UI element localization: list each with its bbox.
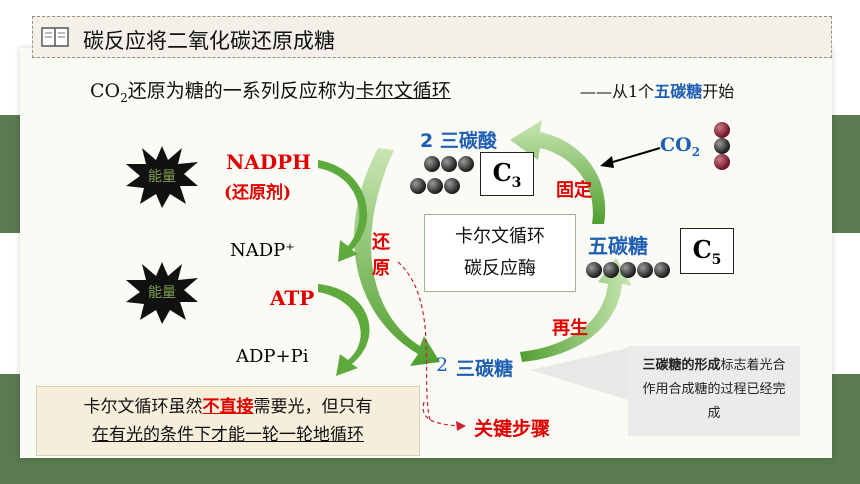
- note-rest: 标志着光合作用合成糖的过程已经完成: [642, 358, 786, 421]
- note-callout-pointer: [530, 348, 628, 400]
- nadph-note: (还原剂): [224, 183, 292, 203]
- bottom-line2: 在有光的条件下才能一轮一轮地循环: [92, 425, 364, 445]
- co2-carbon: [714, 138, 730, 154]
- bottom-part2: 需要光，但只有: [253, 397, 373, 417]
- c3-box: C3: [480, 152, 534, 196]
- c3-sub: 3: [511, 174, 522, 191]
- start-dash: ——从1个: [580, 82, 655, 101]
- page-title: 碳反应将二氧化碳还原成糖: [83, 29, 335, 53]
- c5-sub: 5: [711, 251, 722, 268]
- bottom-part1: 卡尔文循环虽然: [83, 397, 203, 417]
- fixation-arc: [510, 120, 606, 224]
- enzyme-line1: 卡尔文循环: [455, 226, 545, 247]
- fixation-label: 固定: [556, 180, 592, 201]
- regeneration-label: 再生: [552, 318, 588, 339]
- c5-molecules: [586, 262, 671, 280]
- key-step-dashed-arrow: [397, 261, 431, 421]
- light-requirement-note: 卡尔文循环虽然不直接需要光，但只有 在有光的条件下才能一轮一轮地循环: [36, 386, 420, 456]
- enzyme-line2: 碳反应酶: [464, 258, 536, 279]
- start-note: ——从1个五碳糖开始: [580, 78, 734, 102]
- atp-arrow: [318, 284, 370, 376]
- intro-co2: CO: [90, 80, 121, 102]
- co2-oxygen-top: [714, 122, 730, 138]
- three-carbon-sugar-num: 2: [436, 354, 449, 376]
- bottom-highlight: 不直接: [202, 397, 254, 417]
- c3-main: C: [492, 158, 512, 187]
- adp-label: ADP+Pi: [236, 346, 309, 367]
- title-bar: 碳反应将二氧化碳还原成糖: [32, 16, 832, 58]
- reduction-label: 还原: [372, 232, 390, 279]
- c5-main: C: [692, 235, 712, 264]
- intro-co2-sub: 2: [120, 90, 128, 105]
- c3-molecules-row1: [424, 156, 475, 174]
- nadp-label: NADP⁺: [230, 240, 295, 261]
- key-step-label: 关键步骤: [474, 418, 551, 440]
- co2-label: CO2: [660, 134, 700, 159]
- reduction-arc: [354, 148, 440, 366]
- c5-box: C5: [680, 228, 734, 274]
- energy-label-1: 能量: [148, 169, 176, 185]
- energy-burst-1: 能量: [124, 144, 200, 210]
- intro-calvin: 卡尔文循环: [355, 80, 451, 102]
- nadph-label: NADPH: [226, 150, 312, 174]
- enzyme-box: 卡尔文循环 碳反应酶: [424, 214, 576, 292]
- co2-oxygen-bottom: [714, 154, 730, 170]
- five-carbon-sugar-label: 五碳糖: [588, 234, 648, 258]
- start-suffix: 开始: [702, 82, 735, 101]
- co2-pointer-arrow: [605, 147, 661, 165]
- three-carbon-acid-label: 2 三碳酸: [420, 130, 497, 152]
- three-carbon-sugar-note: 三碳糖的形成标志着光合作用合成糖的过程已经完成: [628, 346, 800, 436]
- energy-burst-2: 能量: [124, 260, 200, 326]
- energy-label-2: 能量: [148, 285, 176, 301]
- co2-main: CO: [660, 134, 692, 156]
- burst-icon: [126, 146, 198, 208]
- book-icon: [41, 27, 69, 47]
- intro-sentence: CO2还原为糖的一系列反应称为卡尔文循环: [90, 76, 451, 105]
- intro-text: 还原为糖的一系列反应称为: [127, 80, 356, 102]
- co2-sub: 2: [691, 144, 701, 159]
- atp-label: ATP: [270, 286, 315, 310]
- three-carbon-sugar-label: 三碳糖: [456, 358, 514, 380]
- c3-molecules-row2: [410, 178, 461, 196]
- start-highlight: 五碳糖: [654, 82, 703, 101]
- nadph-arrow: [318, 160, 368, 262]
- burst-icon: [126, 262, 198, 324]
- note-bold: 三碳糖的形成: [642, 358, 721, 373]
